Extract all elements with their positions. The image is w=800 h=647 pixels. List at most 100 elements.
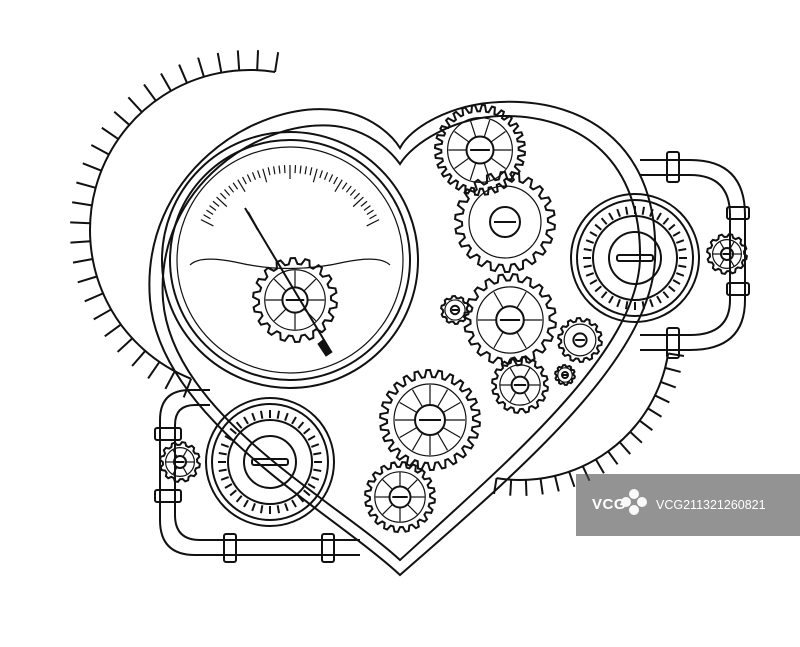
line-art-stroke — [161, 131, 419, 389]
gauge-needle — [244, 207, 333, 357]
line-art-stroke — [720, 247, 734, 261]
line-art-stroke — [594, 223, 602, 231]
line-art-stroke — [345, 185, 352, 193]
line-art-stroke — [641, 206, 646, 215]
line-art-stroke — [307, 483, 316, 489]
line-art-stroke — [640, 174, 731, 336]
line-art-stroke — [654, 394, 670, 404]
line-art-stroke — [93, 308, 112, 321]
line-art-stroke — [726, 282, 750, 296]
line-art-stroke — [411, 432, 424, 451]
line-art-stroke — [273, 308, 287, 322]
line-art-stroke — [493, 331, 504, 349]
line-art-stroke — [589, 231, 598, 237]
line-art-stroke — [176, 146, 404, 374]
line-art-stroke — [241, 176, 247, 185]
line-art-stroke — [616, 299, 621, 308]
line-art-stroke — [164, 370, 176, 390]
line-art-stroke — [366, 209, 374, 215]
line-art-stroke — [161, 114, 642, 562]
line-art-stroke — [272, 166, 276, 175]
line-art-stroke — [656, 295, 662, 304]
line-art-stroke — [524, 479, 528, 496]
pipe-gear-right — [706, 233, 748, 275]
line-art-stroke — [449, 304, 461, 316]
line-art-stroke — [495, 305, 525, 335]
line-art-stroke — [563, 323, 597, 357]
line-art-stroke — [278, 165, 281, 174]
line-art-stroke — [600, 291, 608, 299]
line-art-stroke — [662, 291, 670, 299]
line-art-stroke — [211, 403, 329, 521]
line-art-stroke — [664, 366, 681, 373]
line-art-stroke — [349, 189, 356, 196]
line-art-stroke — [523, 367, 531, 379]
line-art-stroke — [303, 278, 317, 292]
line-art-stroke — [407, 504, 418, 515]
line-art-stroke — [616, 254, 654, 262]
line-art-stroke — [200, 219, 214, 227]
line-art-stroke — [516, 331, 527, 349]
line-art-stroke — [216, 196, 228, 208]
line-art-stroke — [624, 206, 629, 215]
line-art-stroke — [220, 443, 229, 448]
line-art-stroke — [388, 485, 412, 509]
line-art-stroke — [131, 350, 146, 367]
line-art-stroke — [321, 533, 335, 563]
line-art-stroke — [483, 119, 491, 138]
line-art-stroke — [319, 170, 323, 179]
line-art-stroke — [399, 401, 418, 414]
line-art-stroke — [607, 450, 619, 465]
line-art-stroke — [276, 410, 281, 419]
line-art-stroke — [218, 451, 227, 456]
line-art-stroke — [672, 279, 681, 285]
line-art-stroke — [585, 239, 594, 244]
line-art-stroke — [90, 144, 110, 156]
internal-gears — [364, 103, 603, 533]
line-art-stroke — [182, 466, 188, 475]
line-art-stroke — [159, 389, 360, 556]
line-art-stroke — [304, 166, 308, 175]
line-art-stroke — [313, 468, 322, 473]
line-art-stroke — [678, 264, 687, 269]
line-art-stroke — [259, 410, 264, 419]
line-art-stroke — [624, 301, 629, 310]
line-art-stroke — [273, 278, 287, 292]
line-art-stroke — [224, 189, 231, 196]
line-art-stroke — [82, 162, 102, 172]
line-art-stroke — [127, 96, 143, 113]
line-art-stroke — [281, 286, 309, 314]
line-art-stroke — [169, 139, 411, 381]
line-art-stroke — [251, 503, 256, 512]
line-art-stroke — [608, 295, 614, 304]
line-art-stroke — [490, 157, 506, 170]
line-art-stroke — [568, 471, 576, 488]
line-art-stroke — [148, 100, 657, 577]
line-art-stroke — [274, 52, 280, 73]
line-art-stroke — [252, 256, 338, 344]
line-art-stroke — [237, 179, 246, 192]
pipes — [154, 151, 750, 563]
line-art-stroke — [442, 426, 461, 439]
line-art-stroke — [328, 174, 334, 183]
line-art-stroke — [676, 272, 685, 277]
line-art-stroke — [317, 339, 333, 357]
line-art-stroke — [554, 475, 560, 492]
line-art-stroke — [235, 421, 243, 429]
line-art-stroke — [143, 83, 157, 102]
line-art-stroke — [554, 363, 576, 387]
gauge-center-gear — [252, 256, 338, 344]
bezel-gear-right — [570, 193, 700, 323]
line-art-stroke — [399, 426, 418, 439]
line-art-stroke — [205, 397, 335, 527]
line-art-stroke — [583, 264, 592, 269]
line-art-stroke — [236, 50, 241, 71]
line-art-stroke — [444, 299, 466, 321]
line-art-stroke — [594, 458, 605, 474]
line-art-stroke — [666, 151, 680, 183]
line-art-stroke — [379, 368, 481, 472]
line-art-stroke — [104, 323, 122, 338]
line-art-stroke — [719, 241, 725, 250]
line-art-stroke — [297, 421, 305, 429]
line-art-stroke — [490, 130, 506, 143]
